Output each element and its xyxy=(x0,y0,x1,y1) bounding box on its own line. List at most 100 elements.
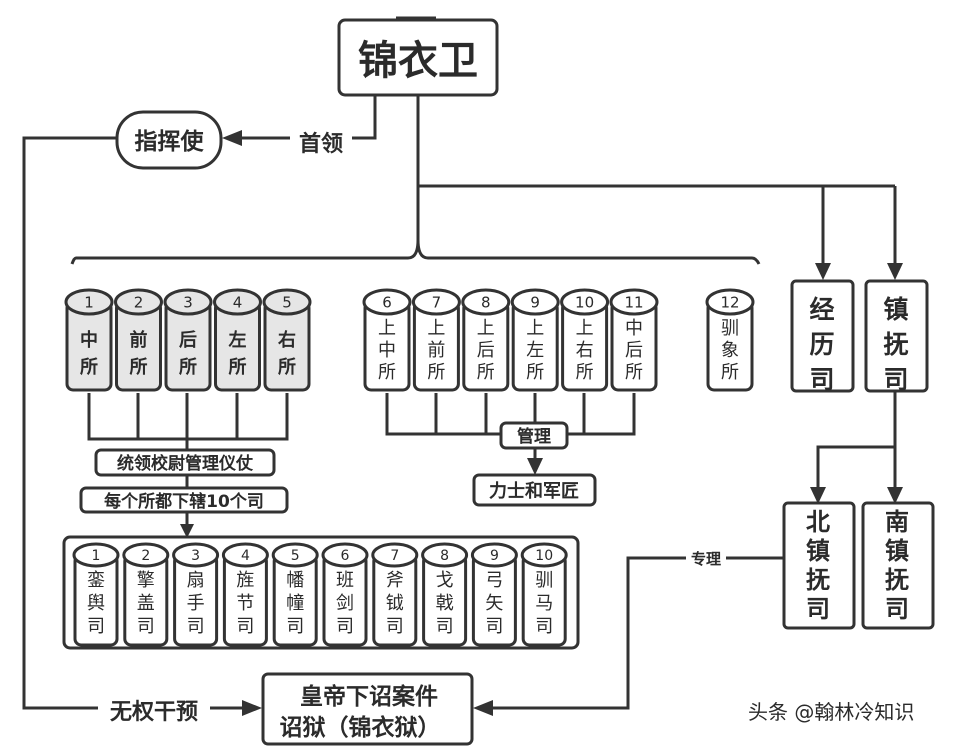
suo-card[interactable]: 1中所 xyxy=(64,288,114,392)
division-card-number: 10 xyxy=(535,548,553,564)
suo-card-char: 上 xyxy=(576,318,594,339)
division-card-char: 司 xyxy=(236,616,254,637)
suo-card-number: 7 xyxy=(432,293,442,311)
prison-node[interactable]: 皇帝下诏案件 诏狱（锦衣狱） xyxy=(261,672,474,746)
connectors xyxy=(22,16,903,716)
suo-card-char: 上 xyxy=(526,318,544,339)
suo-card-number: 12 xyxy=(720,293,739,311)
division-card-char: 銮 xyxy=(87,570,105,591)
division-card-number: 8 xyxy=(440,548,449,564)
jingli-char: 司 xyxy=(809,365,834,394)
root-node[interactable]: 锦衣卫 xyxy=(337,18,499,97)
suo-card-char: 所 xyxy=(179,357,197,378)
suo-card-char: 中 xyxy=(625,318,643,339)
suo-card-char: 象 xyxy=(721,340,739,361)
brace-left xyxy=(70,186,420,265)
suo-card-char: 上 xyxy=(427,318,445,339)
division-card-number-badge xyxy=(122,542,170,568)
suo-card-number: 9 xyxy=(530,293,540,311)
suo-card-number: 3 xyxy=(183,293,193,311)
suo-card-char: 右 xyxy=(576,340,594,361)
suo-card[interactable]: 7 上前所 xyxy=(411,288,461,392)
suo-card[interactable]: 3后所 xyxy=(163,288,213,392)
suo-card[interactable]: 4左所 xyxy=(213,288,262,392)
arrow-to-lishi xyxy=(527,458,543,475)
nan-char: 抚 xyxy=(885,566,909,594)
group1-duty-label: 统领校尉管理仪仗 xyxy=(117,453,254,474)
division-card-number: 1 xyxy=(92,548,101,564)
group1-note-box[interactable]: 每个所都下辖10个司 xyxy=(79,486,289,514)
suo-card-number-badge xyxy=(510,288,560,316)
arrow-to-nan xyxy=(887,487,903,504)
division-card-number-badge xyxy=(271,542,319,568)
suo-card-char: 所 xyxy=(427,362,445,383)
suo-card-char: 所 xyxy=(229,357,247,378)
arrow-to-zhenfu xyxy=(887,263,903,280)
suo-card-char: 上 xyxy=(477,318,495,339)
nan-char: 南 xyxy=(885,508,909,536)
division-card-char: 司 xyxy=(535,616,553,637)
division-card-number: 2 xyxy=(141,548,150,564)
arrow-to-bei xyxy=(810,487,826,504)
suo-card-char: 左 xyxy=(229,329,247,351)
group1-comb xyxy=(87,393,289,525)
suo-card-char: 所 xyxy=(625,362,643,383)
suo-card-char: 前 xyxy=(427,340,445,361)
edge-root-right xyxy=(416,96,895,188)
division-card-char: 幡 xyxy=(286,570,304,591)
lishi-box[interactable]: 力士和军匠 xyxy=(472,473,597,507)
division-card-char: 旌 xyxy=(236,570,254,591)
division-card-char: 司 xyxy=(336,616,354,637)
suo-card-char: 中 xyxy=(378,340,396,361)
group1-duty-box[interactable]: 统领校尉管理仪仗 xyxy=(94,448,276,477)
nan-char: 镇 xyxy=(885,537,909,565)
division-card-char: 班 xyxy=(336,570,354,591)
suo-card-char: 所 xyxy=(80,357,98,378)
jingli-node[interactable]: 经历司 xyxy=(790,279,855,394)
watermark: 头条 @翰林冷知识 xyxy=(748,700,914,724)
division-card-char: 舆 xyxy=(87,593,105,614)
suo-card[interactable]: 2前所 xyxy=(114,288,163,392)
root-label: 锦衣卫 xyxy=(358,38,478,84)
division-card-char: 擎 xyxy=(137,570,155,591)
suo-card[interactable]: 5右所 xyxy=(262,288,312,392)
arrow-to-prison-left xyxy=(242,700,262,716)
division-card-number: 7 xyxy=(390,548,399,564)
commander-node[interactable]: 指挥使 xyxy=(115,110,223,170)
suo-card-number: 6 xyxy=(382,293,392,311)
division-card-number-badge xyxy=(221,542,269,568)
suo-card-number: 11 xyxy=(624,293,643,311)
group2-duty-box[interactable]: 管理 xyxy=(499,421,569,450)
group2-duty-label: 管理 xyxy=(517,426,551,447)
division-card-char: 手 xyxy=(187,593,205,614)
suo-card-char: 驯 xyxy=(721,318,739,339)
suo-card-char: 左 xyxy=(526,340,544,361)
divisions-list: 1銮舆司2擎盖司3扇手司4旌节司5幡幢司6班剑司7斧钺司8戈戟司9弓矢司10驯马… xyxy=(72,542,568,647)
zhenfu-char: 司 xyxy=(883,365,908,394)
group1-note-label: 每个所都下辖10个司 xyxy=(104,491,264,512)
suo-card-char: 所 xyxy=(526,362,544,383)
suo-card[interactable]: 9 上左所 xyxy=(510,288,560,392)
division-card-char: 戟 xyxy=(436,593,454,614)
group2-comb xyxy=(385,393,636,462)
zhenfu-node[interactable]: 镇抚司 xyxy=(864,279,929,394)
